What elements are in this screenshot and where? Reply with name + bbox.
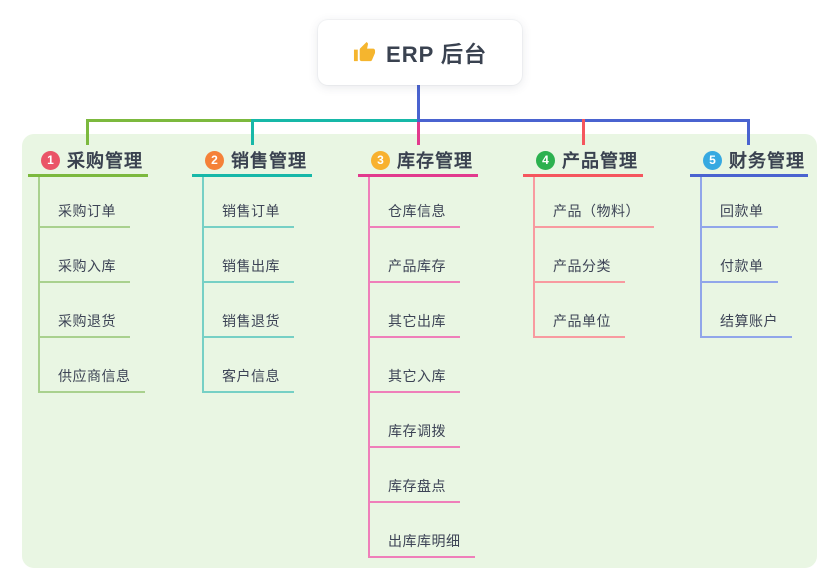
child-node[interactable]: 回款单	[700, 203, 778, 228]
child-node[interactable]: 产品（物料）	[533, 203, 654, 228]
root-title: ERP 后台	[386, 41, 487, 67]
child-node[interactable]: 产品单位	[533, 313, 625, 338]
connector-drop-2	[251, 119, 254, 145]
connector-drop-5	[747, 119, 750, 145]
branch-label: 产品管理	[562, 151, 638, 171]
connector-drop-4	[582, 119, 585, 145]
branch-title[interactable]: 4 产品管理	[523, 146, 643, 177]
branch-purchase: 1 采购管理 采购订单 采购入库 采购退货 供应商信息	[28, 146, 148, 393]
child-node[interactable]: 产品库存	[368, 258, 460, 283]
child-node[interactable]: 客户信息	[202, 368, 294, 393]
connector-drop-3	[417, 122, 420, 145]
branch-title[interactable]: 5 财务管理	[690, 146, 808, 177]
branch-label: 销售管理	[231, 151, 307, 171]
branch-trunk-line	[202, 177, 204, 393]
branch-sales: 2 销售管理 销售订单 销售出库 销售退货 客户信息	[192, 146, 312, 393]
branch-inventory: 3 库存管理 仓库信息 产品库存 其它出库 其它入库 库存调拨 库存盘点 出库库…	[358, 146, 478, 558]
connector-rail-green	[86, 119, 254, 122]
child-node[interactable]: 库存调拨	[368, 423, 460, 448]
child-node[interactable]: 销售退货	[202, 313, 294, 338]
child-node[interactable]: 产品分类	[533, 258, 625, 283]
child-node[interactable]: 库存盘点	[368, 478, 460, 503]
branches-panel	[22, 134, 817, 568]
child-node[interactable]: 采购退货	[38, 313, 130, 338]
branch-trunk-line	[38, 177, 40, 393]
branch-title[interactable]: 1 采购管理	[28, 146, 148, 177]
child-node[interactable]: 采购入库	[38, 258, 130, 283]
branch-trunk-line	[700, 177, 702, 338]
branch-trunk-line	[368, 177, 370, 558]
branch-number-badge: 5	[703, 150, 722, 170]
child-node[interactable]: 销售出库	[202, 258, 294, 283]
root-node[interactable]: ERP 后台	[318, 20, 522, 85]
branch-label: 财务管理	[729, 151, 805, 171]
branch-number-badge: 3	[371, 150, 390, 170]
child-node[interactable]: 销售订单	[202, 203, 294, 228]
branch-trunk-line	[533, 177, 535, 338]
child-node[interactable]: 供应商信息	[38, 368, 145, 393]
child-node[interactable]: 仓库信息	[368, 203, 460, 228]
thumbs-up-icon	[353, 41, 376, 62]
branch-finance: 5 财务管理 回款单 付款单 结算账户	[690, 146, 808, 338]
branch-title[interactable]: 3 库存管理	[358, 146, 478, 177]
child-node[interactable]: 其它入库	[368, 368, 460, 393]
connector-root-stem	[417, 84, 420, 122]
branch-label: 库存管理	[397, 151, 473, 171]
branch-label: 采购管理	[67, 151, 143, 171]
child-node[interactable]: 付款单	[700, 258, 778, 283]
branch-number-badge: 4	[536, 150, 555, 170]
child-node[interactable]: 其它出库	[368, 313, 460, 338]
branch-number-badge: 1	[41, 150, 60, 170]
connector-drop-1	[86, 119, 89, 145]
child-node[interactable]: 采购订单	[38, 203, 130, 228]
branch-number-badge: 2	[205, 150, 224, 170]
child-node[interactable]: 结算账户	[700, 313, 792, 338]
branch-title[interactable]: 2 销售管理	[192, 146, 312, 177]
branch-product: 4 产品管理 产品（物料） 产品分类 产品单位	[523, 146, 654, 338]
connector-rail-teal	[251, 119, 420, 122]
child-node[interactable]: 出库库明细	[368, 533, 475, 558]
